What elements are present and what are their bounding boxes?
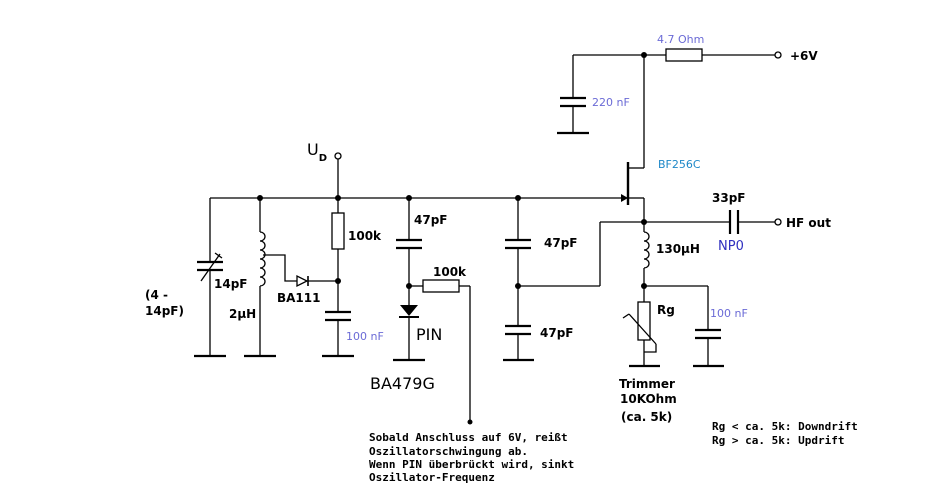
gate-capacitor-label: 47pF (414, 213, 448, 227)
capacitive-divider (503, 198, 534, 362)
junction-tank-top (257, 195, 263, 201)
tank-inductor (244, 198, 276, 358)
trimmer-rg-label: Rg (657, 303, 675, 317)
fet-transistor (210, 162, 645, 222)
source-bypass-capacitor (695, 328, 721, 340)
pin-resistor (422, 279, 460, 293)
junction-divider-top (515, 195, 521, 201)
drift-note-line1: Rg < ca. 5k: Downdrift (712, 420, 858, 433)
pin-resistor-label: 100k (433, 265, 467, 279)
supply-terminal (774, 51, 782, 59)
bias-bypass-label: 100 nF (346, 330, 384, 343)
trimmer-capacitor (194, 198, 226, 358)
junction-source-low (641, 283, 647, 289)
junction-pin-mid (406, 283, 412, 289)
pin-note-line4: Oszillator-Frequenz (369, 471, 495, 484)
drift-note-line2: Rg > ca. 5k: Updrift (712, 434, 844, 447)
trimmer-note-line1: Trimmer (619, 377, 675, 391)
drain-bypass-capacitor (560, 96, 586, 108)
varactor-diode (263, 254, 338, 288)
trimmer-note-line3: (ca. 5k) (621, 410, 672, 424)
junction-source (641, 219, 647, 225)
varactor-label: BA111 (277, 291, 320, 305)
ud-label: UD (307, 140, 327, 164)
supply-voltage-label: +6V (790, 49, 818, 63)
pin-diode (399, 305, 419, 318)
gate-resistor-trimmer (622, 301, 657, 353)
source-inductor (643, 231, 650, 269)
hf-out-label: HF out (786, 216, 831, 230)
trimmer-range-line1: (4 - (145, 288, 168, 302)
pin-part-label: BA479G (370, 374, 435, 393)
bias-resistor (331, 212, 345, 250)
trimmer-note-line2: 10KOhm (620, 392, 677, 406)
pin-note-line1: Sobald Anschluss auf 6V, reißt (369, 431, 568, 444)
fet-label: BF256C (658, 158, 701, 171)
bias-resistor-label: 100k (348, 229, 382, 243)
divider-top-capacitor-label: 47pF (544, 236, 578, 250)
tank-inductor-label: 2µH (229, 307, 256, 321)
pin-note-line3: Wenn PIN überbrückt wird, sinkt (369, 458, 574, 471)
trimmer-range-line2: 14pF) (145, 304, 184, 318)
source-inductor-label: 130µH (656, 242, 700, 256)
divider-bottom-capacitor-label: 47pF (540, 326, 574, 340)
junction-pin-top (406, 195, 412, 201)
pin-label: PIN (416, 325, 442, 344)
pin-branch (393, 198, 471, 420)
junction-bias-top (335, 195, 341, 201)
bias-branch (322, 198, 354, 358)
drain-resistor (665, 48, 703, 62)
drain-resistor-label: 4.7 Ohm (657, 33, 704, 46)
drain-supply-wiring (557, 54, 776, 169)
junction-note-pointer (467, 419, 473, 425)
trimmer-capacitor-label: 14pF (214, 277, 248, 291)
output-capacitor-type: NP0 (718, 239, 744, 254)
pin-note-line2: Oszillatorschwingung ab. (369, 445, 528, 458)
ud-terminal (334, 152, 342, 160)
junction-divider-mid (515, 283, 521, 289)
junction-drain-top (641, 52, 647, 58)
output-capacitor (728, 210, 740, 234)
drain-capacitor-label: 220 nF (592, 96, 630, 109)
source-bypass-label: 100 nF (710, 307, 748, 320)
output-capacitor-label: 33pF (712, 191, 746, 205)
hf-out-terminal (774, 218, 782, 226)
